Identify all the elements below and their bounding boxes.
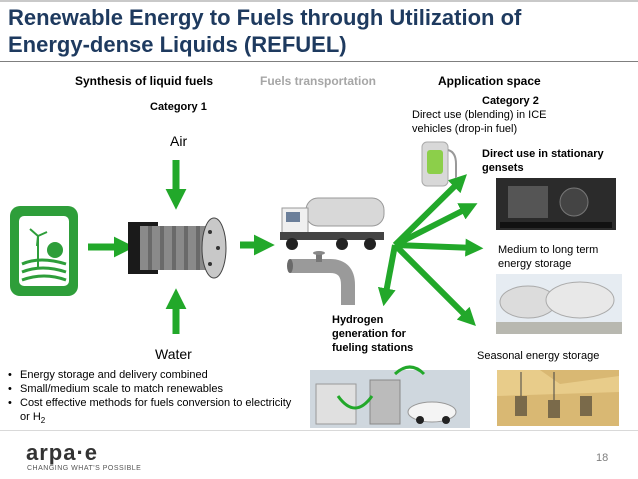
footer-divider: [0, 430, 638, 431]
fuel-pump-icon: [421, 141, 457, 187]
bullet-text: Cost effective methods for fuels convers…: [20, 397, 292, 423]
storage-tanks-image: [496, 274, 622, 334]
seasonal-storage-label: Seasonal energy storage: [477, 350, 600, 362]
water-label: Water: [155, 346, 192, 362]
header-application: Application space: [438, 74, 541, 88]
category-2-label: Category 2: [482, 95, 539, 107]
page-number: 18: [596, 452, 609, 464]
bullet-text: Small/medium scale to match renewables: [20, 383, 223, 395]
benefits-list: Energy storage and delivery combined Sma…: [6, 368, 296, 428]
genset-image: [496, 178, 616, 230]
title-divider: [0, 61, 638, 62]
header-transport: Fuels transportation: [260, 74, 377, 88]
pipeline-image: [287, 251, 355, 305]
logo-tagline: CHANGING WHAT'S POSSIBLE: [27, 465, 142, 472]
list-item: Cost effective methods for fuels convers…: [6, 396, 296, 428]
list-item: Small/medium scale to match renewables: [6, 382, 296, 396]
flow-arrows: [88, 160, 484, 334]
medium-storage-label: Medium to long term energy storage: [498, 244, 599, 270]
top-rule: [0, 0, 638, 2]
arpa-e-logo: arpa·e: [26, 440, 99, 465]
renewable-energy-icon: [10, 206, 78, 296]
bullet-text: Energy storage and delivery combined: [20, 369, 208, 381]
header-synthesis: Synthesis of liquid fuels: [75, 74, 214, 88]
direct-use-blending-label: Direct use (blending) in ICE vehicles (d…: [412, 109, 547, 135]
hydrogen-generation-label: Hydrogen generation for fueling stations: [332, 314, 414, 354]
hydrogen-station-image: [310, 365, 470, 428]
underground-storage-image: [497, 370, 619, 426]
subscript-2: 2: [40, 416, 46, 426]
list-item: Energy storage and delivery combined: [6, 368, 296, 382]
category-1-label: Category 1: [150, 101, 207, 113]
reactor-image: [128, 217, 227, 279]
air-label: Air: [170, 133, 188, 149]
direct-use-stationary-label: Direct use in stationary gensets: [482, 148, 604, 174]
page-title: Renewable Energy to Fuels through Utiliz…: [8, 5, 522, 57]
tanker-truck-image: [280, 197, 385, 250]
